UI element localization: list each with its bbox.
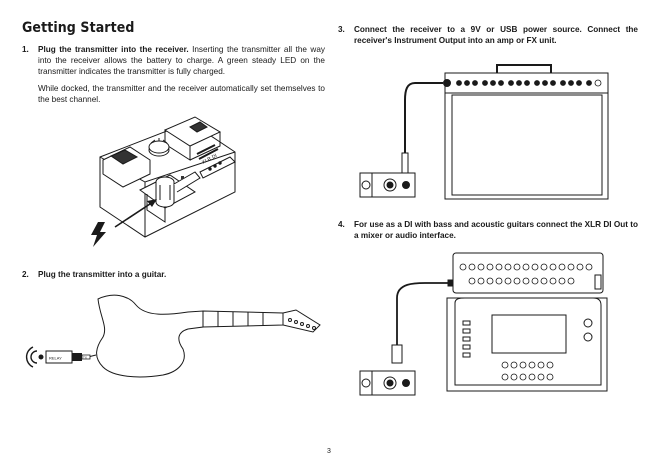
step-text: Inserting the transmitter all the way in…	[38, 45, 325, 76]
step-1: 1. Plug the transmitter into the receive…	[22, 44, 325, 105]
wireless-signal-icon	[27, 347, 43, 367]
step-2: 2. Plug the transmitter into a guitar.	[22, 269, 325, 280]
page-title: Getting Started	[22, 20, 135, 36]
transmitter-label-2: TX	[83, 356, 87, 360]
step-number: 3.	[338, 25, 345, 34]
step-heading: Plug the transmitter into the receiver.	[38, 45, 189, 54]
guitar-figure: RELAY TX	[28, 287, 328, 397]
amp-connection-figure	[355, 55, 610, 200]
step-number: 2.	[22, 270, 29, 279]
step-heading: Connect the receiver to a 9V or USB powe…	[354, 25, 638, 45]
step-3: 3. Connect the receiver to a 9V or USB p…	[338, 24, 638, 46]
step-extra: While docked, the transmitter and the re…	[38, 84, 325, 104]
transmitter-label: RELAY	[49, 356, 62, 361]
transmitter: RELAY TX	[46, 351, 90, 363]
step-4: 4. For use as a DI with bass and acousti…	[338, 219, 638, 241]
insert-arrow	[115, 199, 157, 227]
step-heading: For use as a DI with bass and acoustic g…	[354, 220, 638, 240]
step-number: 1.	[22, 45, 29, 54]
lightning-bolt-icon	[91, 222, 106, 247]
receiver-dock-figure: XLR DI	[91, 112, 250, 247]
step-heading: Plug the transmitter into a guitar.	[38, 270, 167, 279]
step-number: 4.	[338, 220, 345, 229]
mixer-connection-figure	[355, 253, 615, 398]
page-number: 3	[327, 448, 331, 455]
